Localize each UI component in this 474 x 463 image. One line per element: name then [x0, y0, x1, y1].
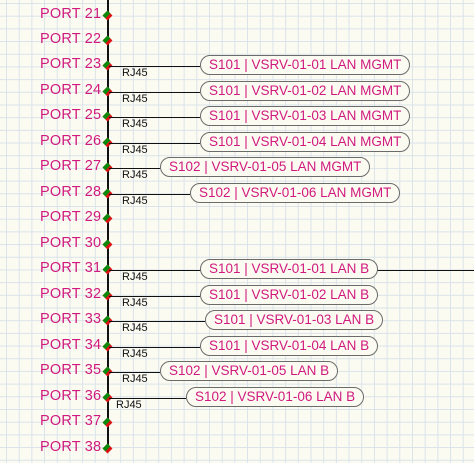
port-row: PORT 23 RJ45 S101 | VSRV-01-01 LAN MGMT: [0, 54, 474, 80]
wire: [109, 143, 200, 144]
port-row: PORT 35 RJ45 S102 | VSRV-01-05 LAN B: [0, 360, 474, 386]
port-row: PORT 26 RJ45 S101 | VSRV-01-04 LAN MGMT: [0, 131, 474, 157]
wire: [109, 194, 190, 195]
cable-tag[interactable]: S101 | VSRV-01-02 LAN B: [200, 285, 379, 305]
port-label: PORT 38: [40, 439, 102, 455]
wire: [109, 168, 160, 169]
wire: [109, 66, 200, 67]
cable-tag[interactable]: S101 | VSRV-01-02 LAN MGMT: [200, 81, 411, 101]
connector-label: RJ45: [122, 93, 148, 105]
port-label: PORT 27: [40, 158, 102, 174]
wire: [109, 372, 160, 373]
connector-label: RJ45: [116, 399, 142, 411]
connector-label: RJ45: [122, 348, 148, 360]
port-pin-icon: [102, 239, 113, 250]
cable-tag[interactable]: S102 | VSRV-01-06 LAN B: [186, 387, 365, 407]
port-row: PORT 25 RJ45 S101 | VSRV-01-03 LAN MGMT: [0, 105, 474, 131]
port-row: PORT 30: [0, 233, 474, 259]
port-row: PORT 21: [0, 4, 474, 30]
port-pin-icon: [102, 417, 113, 428]
port-label: PORT 26: [40, 133, 102, 149]
port-label: PORT 32: [40, 286, 102, 302]
connector-label: RJ45: [122, 322, 148, 334]
port-label: PORT 22: [40, 31, 102, 47]
connector-label: RJ45: [122, 144, 148, 156]
port-row: PORT 32 RJ45 S101 | VSRV-01-02 LAN B: [0, 284, 474, 310]
port-row: PORT 34 RJ45 S101 | VSRV-01-04 LAN B: [0, 335, 474, 361]
port-label: PORT 21: [40, 6, 102, 22]
cable-tag[interactable]: S102 | VSRV-01-06 LAN MGMT: [190, 183, 401, 203]
connector-label: RJ45: [122, 118, 148, 130]
port-label: PORT 28: [40, 184, 102, 200]
port-label: PORT 35: [40, 362, 102, 378]
port-row: PORT 36 RJ45 S102 | VSRV-01-06 LAN B: [0, 386, 474, 412]
port-pin-icon: [102, 10, 113, 21]
connector-label: RJ45: [122, 195, 148, 207]
port-row: PORT 28 RJ45 S102 | VSRV-01-06 LAN MGMT: [0, 182, 474, 208]
port-bus-line: [107, 0, 109, 450]
port-pin-icon: [102, 35, 113, 46]
port-row: PORT 22: [0, 29, 474, 55]
port-pin-icon: [102, 213, 113, 224]
port-row: PORT 27 RJ45 S102 | VSRV-01-05 LAN MGMT: [0, 156, 474, 182]
port-label: PORT 31: [40, 260, 102, 276]
connector-label: RJ45: [122, 297, 148, 309]
connector-label: RJ45: [122, 67, 148, 79]
port-pin-icon: [102, 443, 113, 454]
port-label: PORT 37: [40, 413, 102, 429]
port-label: PORT 30: [40, 235, 102, 251]
cable-tag[interactable]: S101 | VSRV-01-04 LAN B: [200, 336, 379, 356]
cable-tag[interactable]: S101 | VSRV-01-03 LAN MGMT: [200, 106, 411, 126]
cable-tag[interactable]: S101 | VSRV-01-01 LAN B: [200, 259, 379, 279]
port-row: PORT 29: [0, 207, 474, 233]
port-row: PORT 33 RJ45 S101 | VSRV-01-03 LAN B: [0, 309, 474, 335]
cable-tag[interactable]: S102 | VSRV-01-05 LAN MGMT: [160, 157, 371, 177]
connector-label: RJ45: [122, 373, 148, 385]
port-row: PORT 31 RJ45 S101 | VSRV-01-01 LAN B: [0, 258, 474, 284]
port-label: PORT 33: [40, 311, 102, 327]
port-label: PORT 29: [40, 209, 102, 225]
wire: [109, 92, 200, 93]
wire: [109, 347, 200, 348]
port-label: PORT 36: [40, 388, 102, 404]
port-row: PORT 24 RJ45 S101 | VSRV-01-02 LAN MGMT: [0, 80, 474, 106]
port-row: PORT 38: [0, 437, 474, 463]
connector-label: RJ45: [122, 271, 148, 283]
cable-tag[interactable]: S101 | VSRV-01-04 LAN MGMT: [200, 132, 411, 152]
port-label: PORT 34: [40, 337, 102, 353]
wire: [109, 296, 200, 297]
wire: [109, 117, 200, 118]
wire: [109, 398, 186, 399]
port-label: PORT 24: [40, 82, 102, 98]
wire: [109, 321, 205, 322]
port-label: PORT 25: [40, 107, 102, 123]
cable-tag[interactable]: S102 | VSRV-01-05 LAN B: [160, 361, 339, 381]
port-label: PORT 23: [40, 56, 102, 72]
port-row: PORT 37: [0, 411, 474, 437]
cable-tag[interactable]: S101 | VSRV-01-03 LAN B: [205, 310, 384, 330]
cable-tag[interactable]: S101 | VSRV-01-01 LAN MGMT: [200, 55, 411, 75]
connector-label: RJ45: [122, 169, 148, 181]
